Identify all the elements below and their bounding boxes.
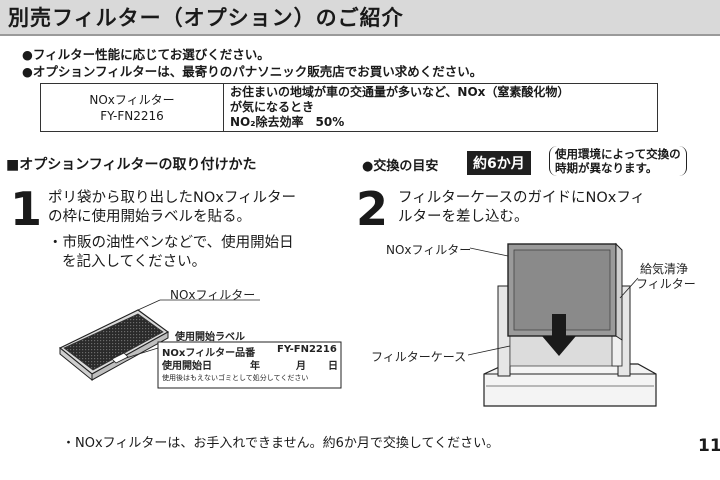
note-line-2: ●オプションフィルターは、最寄りのパナソニック販売店でお買い求めください。 (22, 64, 483, 79)
down-arrow-icon (542, 314, 576, 356)
fig2-supply-label-2: フィルター (636, 277, 696, 291)
filter-desc-line-1: お住まいの地域が車の交通量が多いなど、NOx（窒素酸化物） (230, 85, 570, 99)
filter-efficiency: NO₂除去効率 50% (230, 115, 345, 129)
label-row-2-d: 日 (328, 361, 338, 372)
label-row-2-b: 年 (250, 361, 260, 372)
step-2-line-2: ルターを差し込む。 (398, 209, 529, 225)
step-1-line-2: の枠に使用開始ラベルを貼る。 (48, 209, 251, 225)
step-2-number: 2 (356, 182, 389, 236)
interval-badge: 約6か月 (467, 151, 531, 175)
filter-leader-line (137, 299, 161, 311)
step-1-sub-2: を記入してください。 (62, 254, 207, 270)
label-row-2-c: 月 (296, 361, 306, 372)
fig2-nox-leader (470, 247, 509, 257)
interval-note: 使用環境によって交換の 時期が異なります。 (549, 146, 687, 176)
fig2-case-leader (468, 345, 511, 356)
spec-table: NOxフィルター FY-FN2216 お住まいの地域が車の交通量が多いなど、NO… (40, 83, 658, 132)
section-heading: ■オプションフィルターの取り付けかた (6, 157, 257, 173)
fig2-case-label: フィルターケース (371, 350, 467, 364)
interval-note-line-1: 使用環境によって交換の (555, 147, 681, 161)
label-row-1-a: NOxフィルター品番 (162, 348, 256, 359)
label-row-2-a: 使用開始日 (162, 361, 212, 372)
label-row-1-b: FY-FN2216 (277, 344, 337, 355)
nox-filter-drawing (58, 309, 170, 382)
page-title: 別売フィルター（オプション）のご紹介 (8, 6, 404, 30)
usage-label-box (157, 341, 342, 389)
step-2-figure (483, 242, 657, 407)
fig2-supply-leader (619, 277, 639, 299)
interval-note-line-2: 時期が異なります。 (555, 161, 658, 175)
filter-model: FY-FN2216 (100, 108, 164, 123)
spec-table-desc-cell: お住まいの地域が車の交通量が多いなど、NOx（窒素酸化物） が気になるとき NO… (223, 83, 658, 132)
fig2-nox-label: NOxフィルター (386, 243, 472, 257)
title-bar (0, 0, 720, 36)
step-1-line-1: ポリ袋から取り出したNOxフィルター (48, 190, 297, 206)
step-1-sub-1: ・市販の油性ペンなどで、使用開始日 (48, 235, 294, 251)
label-leader-line (125, 347, 159, 359)
spec-table-name-cell: NOxフィルター FY-FN2216 (40, 83, 224, 132)
filter-name: NOxフィルター (89, 92, 175, 107)
filter-desc-line-2: が気になるとき (230, 100, 315, 114)
fig2-supply-label-1: 給気清浄 (640, 262, 689, 276)
interval-label: ●交換の目安 (362, 159, 439, 174)
step-2-line-1: フィルターケースのガイドにNOxフィ (398, 190, 646, 206)
fig1-label-title: 使用開始ラベル (175, 332, 245, 343)
fig1-filter-label: NOxフィルター (170, 288, 256, 302)
label-row-3: 使用後はもえないゴミとして処分してください (162, 374, 309, 382)
footer-note: ・NOxフィルターは、お手入れできません。約6か月で交換してください。 (62, 436, 500, 451)
note-line-1: ●フィルター性能に応じてお選びください。 (22, 47, 270, 62)
step-1-number: 1 (10, 182, 43, 236)
step-1-figure (58, 299, 342, 389)
page-number: 11 (698, 436, 720, 456)
